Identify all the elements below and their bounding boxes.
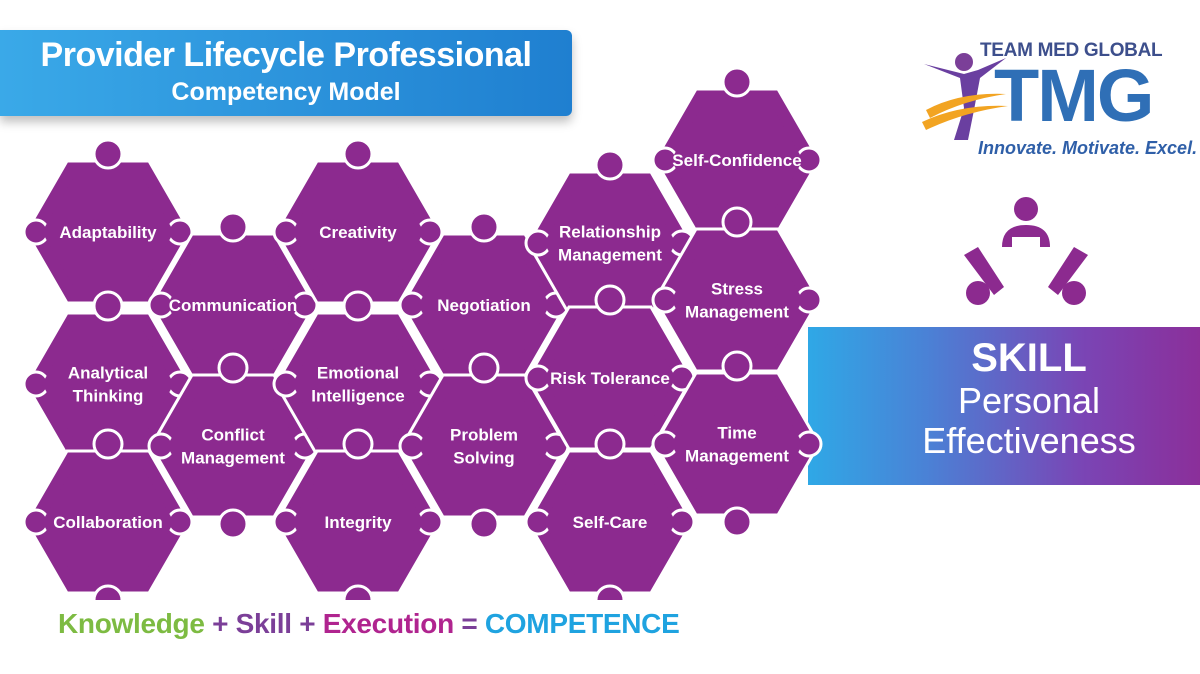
skill-band (808, 327, 1200, 485)
puzzle-grid: AdaptabilityAnalyticalThinkingCollaborat… (22, 66, 823, 600)
piece-label-adaptability-1: Adaptability (59, 223, 157, 242)
piece-label-conflict-management-1: Conflict (201, 426, 265, 445)
piece-label-creativity-1: Creativity (319, 223, 397, 242)
title-banner: Provider Lifecycle Professional Competen… (0, 30, 572, 116)
skill-line-1: Personal (957, 380, 1101, 421)
piece-label-analytical-thinking-1: Analytical (68, 364, 148, 383)
title-subtitle: Competency Model (171, 78, 401, 106)
equation-plus-2: + (291, 608, 323, 639)
equation-skill: Skill (235, 608, 292, 639)
piece-label-analytical-thinking-2: Thinking (73, 387, 144, 406)
piece-label-emotional-intelligence-2: Intelligence (311, 387, 405, 406)
skill-line-2: Effectiveness (922, 420, 1136, 461)
logo-letters: TMG (994, 54, 1154, 137)
equation-equals: = (453, 608, 485, 639)
skill-block: SKILL Personal Effectiveness (858, 335, 1200, 461)
puzzle-piece-negotiation: Negotiation (398, 211, 570, 399)
piece-label-relationship-management-1: Relationship (559, 223, 661, 242)
equation-execution: Execution (322, 608, 454, 639)
puzzle-piece-collaboration: Collaboration (22, 428, 194, 600)
piece-label-time-management-2: Management (685, 447, 789, 466)
puzzle-piece-integrity: Integrity (272, 428, 444, 600)
piece-label-problem-solving-2: Solving (453, 449, 514, 468)
piece-label-collaboration-1: Collaboration (53, 513, 163, 532)
puzzle-piece-communication: Communication (147, 211, 319, 399)
puzzle-piece-self-confidence: Self-Confidence (651, 66, 823, 254)
piece-label-self-care-1: Self-Care (573, 513, 648, 532)
piece-label-problem-solving-1: Problem (450, 426, 518, 445)
piece-label-negotiation-1: Negotiation (437, 296, 531, 315)
piece-label-emotional-intelligence-1: Emotional (317, 364, 399, 383)
puzzle-piece-risk-tolerance: Risk Tolerance (524, 284, 696, 472)
piece-label-communication-1: Communication (169, 296, 297, 315)
equation-plus-1: + (204, 608, 236, 639)
piece-label-conflict-management-2: Management (181, 449, 285, 468)
piece-label-stress-management-2: Management (685, 303, 789, 322)
puzzle-piece-self-care: Self-Care (524, 428, 696, 600)
logo-top-text: TEAM MED GLOBAL (980, 40, 1163, 61)
skill-title: SKILL (971, 336, 1087, 380)
figure-swoosh-icon (922, 53, 1008, 140)
equation-knowledge: Knowledge (58, 608, 205, 639)
competence-equation: Knowledge + Skill + Execution = COMPETEN… (58, 608, 680, 640)
team-icon (964, 197, 1088, 305)
piece-label-stress-management-1: Stress (711, 280, 763, 299)
piece-label-self-confidence-1: Self-Confidence (672, 151, 801, 170)
piece-label-time-management-1: Time (717, 424, 756, 443)
title-main: Provider Lifecycle Professional (40, 36, 532, 74)
piece-label-integrity-1: Integrity (324, 513, 392, 532)
equation-competence: COMPETENCE (484, 608, 680, 639)
tmg-logo: TEAM MED GLOBAL TMG Innovate. Motivate. … (920, 40, 1197, 170)
piece-label-risk-tolerance-1: Risk Tolerance (550, 369, 670, 388)
logo-tagline: Innovate. Motivate. Excel. (978, 138, 1198, 158)
piece-label-relationship-management-2: Management (558, 246, 662, 265)
